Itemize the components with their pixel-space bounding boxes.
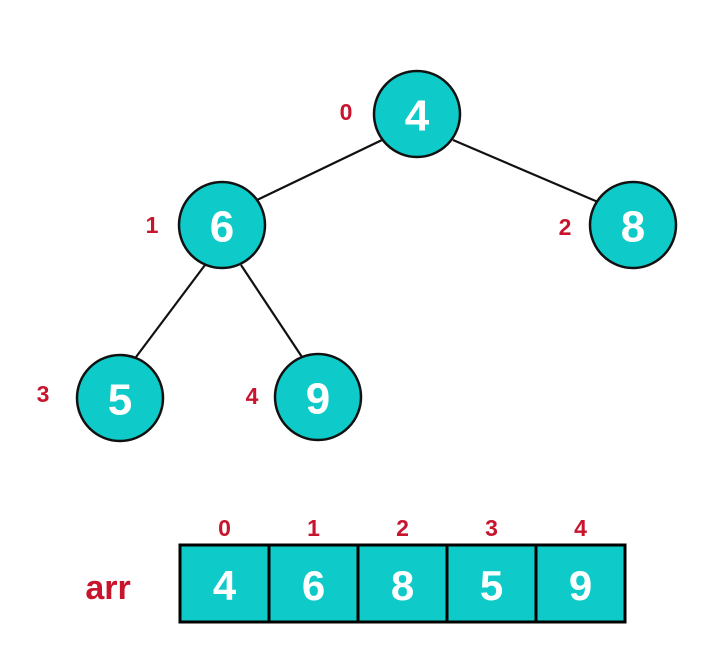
array-cell-index-label-4: 4	[574, 515, 587, 541]
tree-node-4[interactable]: 9	[273, 352, 363, 442]
tree-edge-1-3	[135, 264, 206, 358]
array-cell-box-3[interactable]	[445, 543, 538, 624]
tree-node-value-3: 5	[108, 376, 132, 425]
array-cell-value-1: 6	[302, 562, 325, 609]
tree-node-index-label-3: 3	[37, 381, 50, 407]
array-cell-index-label-3: 3	[485, 515, 498, 541]
tree-node-layer: 4 0 6 1 8 2 5 3 9 4	[37, 69, 678, 443]
tree-node-3[interactable]: 5	[75, 353, 165, 443]
array-name-label: arr	[85, 569, 130, 607]
tree-node-circle-3[interactable]	[75, 353, 165, 443]
array-cell-value-4: 9	[569, 562, 592, 609]
tree-edge-1-4	[240, 264, 303, 358]
array-cell-index-label-2: 2	[396, 515, 409, 541]
array-representation: arr 4 0 6 1 8 2 5 3 9 4	[85, 515, 627, 624]
tree-edge-0-1	[256, 139, 383, 201]
array-cell-index-label-0: 0	[218, 515, 231, 541]
tree-node-value-2: 8	[621, 203, 645, 252]
tree-node-value-0: 4	[405, 92, 430, 141]
tree-node-index-label-4: 4	[246, 383, 259, 409]
tree-node-circle-1[interactable]	[177, 180, 267, 270]
array-cell-box-2[interactable]	[356, 543, 449, 624]
tree-node-0[interactable]: 4	[372, 69, 462, 159]
array-cell-box-0[interactable]	[178, 543, 271, 624]
tree-node-index-label-2: 2	[559, 214, 572, 240]
array-cell-value-3: 5	[480, 562, 503, 609]
tree-node-circle-2[interactable]	[588, 180, 678, 270]
tree-node-circle-4[interactable]	[273, 352, 363, 442]
array-cell-box-1[interactable]	[267, 543, 360, 624]
tree-node-index-label-1: 1	[146, 212, 159, 238]
array-cell-1[interactable]: 6	[267, 543, 360, 624]
tree-node-circle-0[interactable]	[372, 69, 462, 159]
array-cell-3[interactable]: 5	[445, 543, 538, 624]
tree-node-1[interactable]: 6	[177, 180, 267, 270]
array-cell-4[interactable]: 9	[534, 543, 627, 624]
array-cell-index-label-1: 1	[307, 515, 320, 541]
array-cell-0[interactable]: 4	[178, 543, 271, 624]
tree-node-2[interactable]: 8	[588, 180, 678, 270]
tree-edge-layer	[135, 138, 599, 358]
tree-edge-0-2	[452, 138, 599, 204]
array-cell-box-4[interactable]	[534, 543, 627, 624]
tree-node-value-4: 9	[306, 375, 330, 424]
tree-node-index-label-0: 0	[340, 99, 353, 125]
array-cell-2[interactable]: 8	[356, 543, 449, 624]
tree-node-value-1: 6	[210, 203, 234, 252]
array-cell-value-2: 8	[391, 562, 414, 609]
array-cell-value-0: 4	[213, 562, 237, 609]
